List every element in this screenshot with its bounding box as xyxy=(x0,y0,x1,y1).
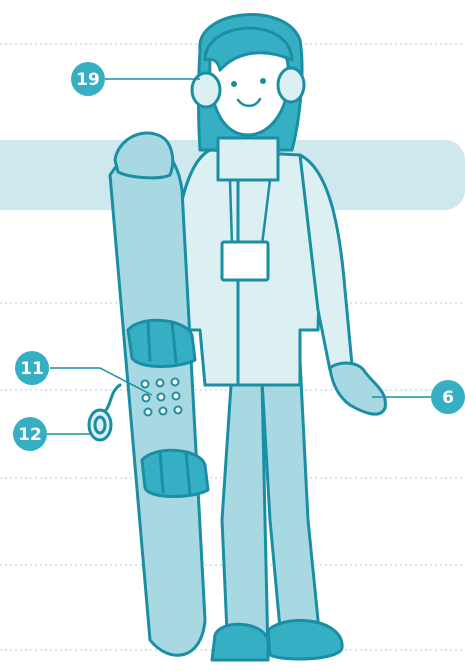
earmuff-left xyxy=(192,73,220,107)
jacket-collar xyxy=(218,138,278,180)
callout-number: 11 xyxy=(20,359,44,379)
callout-number: 6 xyxy=(442,388,454,408)
earmuff-right xyxy=(278,68,304,102)
stomp-pad xyxy=(142,379,182,416)
glove-right xyxy=(330,363,385,414)
boots xyxy=(212,620,342,660)
pants xyxy=(222,360,320,655)
leash xyxy=(89,385,120,440)
callout-19: 19 xyxy=(71,62,200,96)
callout-12: 12 xyxy=(13,417,90,451)
glove-left xyxy=(115,133,173,178)
callout-number: 19 xyxy=(76,70,100,90)
lift-pass xyxy=(222,242,268,280)
callout-number: 12 xyxy=(18,425,42,445)
